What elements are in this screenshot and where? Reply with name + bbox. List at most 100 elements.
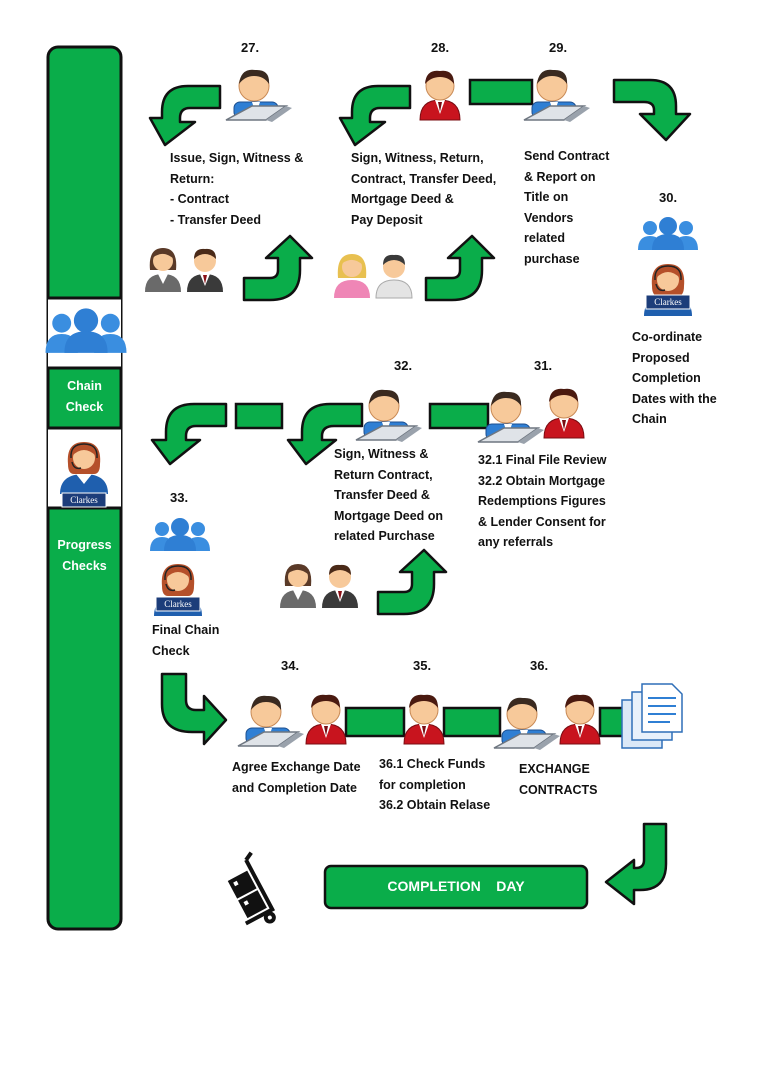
- step-text-34: Agree Exchange Date and Completion Date: [232, 757, 361, 798]
- laptop-person-icon: [355, 389, 423, 443]
- step-line: 32.2 Obtain Mortgage: [478, 473, 606, 488]
- client-man-icon: [187, 248, 223, 292]
- curved-arrow-33: [150, 402, 228, 466]
- step-line: & Report on: [524, 169, 596, 184]
- step-number-31: 31.: [534, 358, 553, 373]
- step-line: Dates with the: [632, 391, 717, 406]
- progress-checks-label: Progress Checks: [48, 535, 121, 576]
- step-number-30: 30.: [659, 190, 678, 205]
- chain-check-line: Check: [65, 399, 104, 414]
- red-tie-person-icon: [403, 694, 445, 745]
- step-line: Completion: [632, 371, 701, 385]
- connector-33-32: [234, 402, 284, 430]
- laptop-person-icon: [493, 697, 561, 751]
- chain-check-label: Chain Check: [48, 376, 121, 417]
- connector-34-35: [344, 706, 406, 738]
- step-line: Chain: [632, 412, 667, 426]
- curved-arrow-30: [612, 78, 692, 142]
- step-line: Vendors: [524, 210, 574, 225]
- completion-day-label: COMPLETION DAY: [387, 878, 525, 894]
- step-line: Redemptions Figures: [478, 494, 606, 508]
- step-text-30: Co-ordinate Proposed Completion Dates wi…: [632, 327, 717, 430]
- step-number-28: 28.: [431, 40, 450, 55]
- up-arrow-27: [242, 234, 314, 302]
- step-line: 36.2 Obtain Relase: [379, 798, 491, 812]
- step-line: Return Contract,: [334, 467, 433, 482]
- laptop-person-icon: [523, 69, 591, 123]
- step-number-29: 29.: [549, 40, 568, 55]
- step-line: 32.1 Final File Review: [478, 453, 607, 467]
- step-line: Title on: [524, 190, 569, 204]
- up-arrow-32: [376, 548, 448, 616]
- step-line: Co-ordinate: [632, 330, 703, 344]
- step-number-35: 35.: [413, 658, 432, 673]
- curved-arrow-28: [338, 84, 412, 147]
- connector-36-docs: [598, 706, 626, 738]
- laptop-person-icon: [237, 695, 305, 749]
- curved-arrow-27: [148, 84, 222, 147]
- step-number-27: 27.: [241, 40, 260, 55]
- progress-checks-line: Progress: [57, 538, 112, 552]
- group-icon: [150, 518, 210, 551]
- group-icon: [45, 308, 127, 353]
- progress-checks-line: Checks: [62, 558, 107, 573]
- step-line: related: [524, 231, 565, 245]
- connector-28-29: [468, 78, 534, 106]
- step-line: Contract, Transfer Deed,: [351, 171, 497, 186]
- step-line: related Purchase: [334, 529, 435, 543]
- step-line: Mortgage Deed on: [334, 508, 444, 523]
- laptop-person-icon: [225, 69, 293, 123]
- connector-32-31: [428, 402, 490, 430]
- step-line: Final Chain: [152, 623, 220, 637]
- step-line: Transfer Deed &: [334, 488, 430, 502]
- step-number-36: 36.: [530, 658, 549, 673]
- step-line: - Transfer Deed: [170, 212, 262, 227]
- curved-arrow-completion: [604, 822, 668, 906]
- client-man-icon: [322, 564, 358, 608]
- curved-arrow-32: [286, 402, 364, 466]
- step-line: any referrals: [478, 535, 554, 549]
- step-line: Sign, Witness, Return,: [351, 151, 484, 165]
- step-line: Check: [152, 643, 190, 658]
- completion-day-banner: [323, 864, 589, 910]
- step-text-36: EXCHANGE CONTRACTS: [519, 759, 597, 800]
- step-line: Return:: [170, 171, 215, 186]
- step-line: Pay Deposit: [351, 212, 423, 227]
- step-text-28: Sign, Witness, Return, Contract, Transfe…: [351, 148, 496, 230]
- step-line: and Completion Date: [232, 780, 358, 795]
- step-number-33: 33.: [170, 490, 189, 505]
- step-line: 36.1 Check Funds: [379, 757, 486, 771]
- red-tie-person-icon: [305, 694, 347, 745]
- step-line: Mortgage Deed &: [351, 192, 454, 206]
- step-line: for completion: [379, 777, 466, 792]
- step-line: Proposed: [632, 350, 690, 365]
- client-woman-icon: [280, 564, 316, 608]
- buyer-woman-icon: [334, 254, 370, 298]
- red-tie-person-icon: [419, 70, 461, 121]
- hand-truck-icon: [227, 851, 276, 926]
- connector-35-36: [442, 706, 502, 738]
- up-arrow-28: [424, 234, 496, 302]
- brand-label: Clarkes: [654, 297, 682, 307]
- step-number-34: 34.: [281, 658, 300, 673]
- step-line: Send Contract: [524, 149, 610, 163]
- step-number-32: 32.: [394, 358, 413, 373]
- step-line: EXCHANGE: [519, 762, 590, 776]
- document-stack-icon: [621, 683, 683, 749]
- step-text-35: 36.1 Check Funds for completion 36.2 Obt…: [379, 754, 490, 816]
- step-text-31: 32.1 Final File Review 32.2 Obtain Mortg…: [478, 450, 607, 553]
- brand-label: Clarkes: [164, 599, 192, 609]
- buyer-man-icon: [375, 254, 413, 299]
- step-line: Sign, Witness &: [334, 447, 429, 461]
- step-text-29: Send Contract & Report on Title on Vendo…: [524, 146, 609, 269]
- red-tie-person-icon: [559, 694, 601, 745]
- step-text-27: Issue, Sign, Witness & Return: - Contrac…: [170, 148, 303, 230]
- brand-label: Clarkes: [70, 495, 98, 505]
- step-text-32: Sign, Witness & Return Contract, Transfe…: [334, 444, 443, 547]
- chain-check-line: Chain: [67, 379, 102, 393]
- group-icon: [638, 217, 698, 250]
- step-line: Agree Exchange Date: [232, 760, 361, 774]
- red-tie-person-icon: [543, 388, 585, 439]
- step-text-33: Final Chain Check: [152, 620, 219, 661]
